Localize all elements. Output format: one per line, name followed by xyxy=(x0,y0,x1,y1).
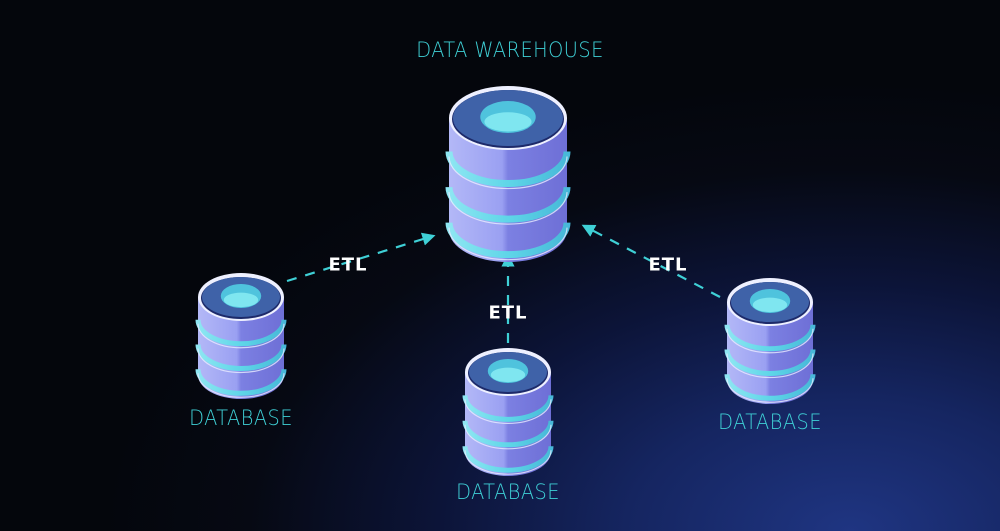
arrow-left xyxy=(286,232,436,283)
cylinder-band xyxy=(462,445,554,473)
database-left-icon xyxy=(195,273,287,399)
database-center-icon xyxy=(462,348,554,476)
cylinder-band-highlight xyxy=(448,192,568,225)
database-left-label: DATABASE xyxy=(189,406,293,430)
cylinder-band xyxy=(445,222,571,259)
database-right-icon xyxy=(724,278,816,404)
cylinder-band xyxy=(462,395,554,422)
warehouse-label: DATA WAREHOUSE xyxy=(416,38,604,62)
cylinder-band xyxy=(195,319,287,347)
cylinder-band-highlight xyxy=(464,450,552,475)
cylinder-band-highlight xyxy=(464,424,552,450)
cylinder-well-inner xyxy=(490,367,526,383)
cylinder-band-highlight xyxy=(197,348,285,374)
cylinder-band xyxy=(195,344,287,371)
cylinder-band xyxy=(724,374,816,401)
edge-left-to-warehouse xyxy=(286,232,436,283)
cylinder-band-highlight xyxy=(726,328,814,354)
etl-label-left: ETL xyxy=(328,254,368,276)
cylinder-band-highlight xyxy=(726,353,814,379)
cylinder-well-inner xyxy=(223,292,259,308)
cylinder-well-inner xyxy=(484,112,532,132)
database-right-label: DATABASE xyxy=(718,410,822,434)
cylinder-band xyxy=(445,151,571,188)
cylinder-band xyxy=(724,349,816,376)
cylinder-band-highlight xyxy=(448,227,568,261)
cylinder-band xyxy=(462,420,554,448)
cylinder-band-highlight xyxy=(448,156,568,190)
cylinder-band-highlight xyxy=(726,378,814,403)
cylinder-well-inner xyxy=(752,297,788,313)
cylinder-body xyxy=(465,372,551,476)
cylinder-band-highlight xyxy=(464,399,552,424)
cylinder-band xyxy=(724,324,816,352)
arrow-right xyxy=(581,224,721,298)
cylinder-body xyxy=(449,118,567,262)
cylinder-band xyxy=(195,369,287,396)
cylinder-band-highlight xyxy=(197,373,285,398)
cylinder-band xyxy=(445,186,571,223)
etl-label-center: ETL xyxy=(488,302,528,324)
database-center-label: DATABASE xyxy=(456,480,560,504)
cylinder-band-highlight xyxy=(197,323,285,349)
edge-right-to-warehouse xyxy=(581,224,721,298)
etl-label-right: ETL xyxy=(648,254,688,276)
data-warehouse-icon xyxy=(445,86,571,262)
